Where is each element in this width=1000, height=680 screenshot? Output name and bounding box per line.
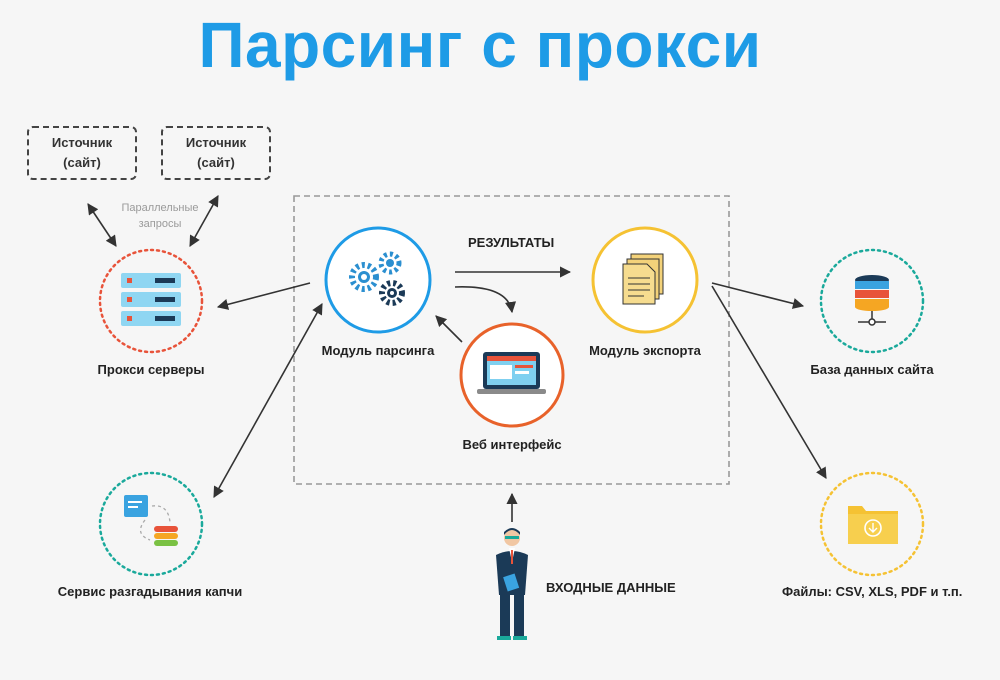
database-label: База данных сайта: [810, 362, 934, 377]
gears-icon: [349, 251, 405, 306]
arrow-parser-proxy: [216, 282, 311, 310]
parallel-requests-note: Параллельные запросы: [105, 200, 215, 232]
server-rack-icon: [121, 273, 181, 326]
captcha-node: [98, 471, 204, 577]
parallel-requests-line1: Параллельные: [121, 202, 199, 214]
export-node: [591, 226, 699, 334]
database-node: [819, 248, 925, 354]
arrow-parser-web: [454, 286, 517, 314]
source-1-line1: Источник: [51, 135, 113, 150]
folder-icon: [848, 506, 898, 544]
captcha-service-icon: [124, 495, 178, 546]
files-label: Файлы: CSV, XLS, PDF и т.п.: [782, 584, 963, 599]
proxy-label: Прокси серверы: [97, 362, 205, 377]
export-label: Модуль экспорта: [589, 343, 701, 358]
documents-icon: [622, 253, 664, 305]
web-label: Веб интерфейс: [462, 437, 562, 452]
arrow-source1-proxy: [87, 203, 117, 247]
web-node: [459, 322, 565, 428]
arrow-web-parser: [435, 315, 463, 343]
source-box-2: Источник (сайт): [161, 126, 271, 180]
arrow-export-database: [711, 282, 805, 309]
database-icon: [855, 275, 889, 326]
parser-label: Модуль парсинга: [321, 343, 435, 358]
diagram-title: Парсинг с прокси: [198, 9, 762, 81]
arrow-export-files: [711, 285, 827, 479]
arrow-captcha-parser: [213, 303, 323, 498]
laptop-icon: [477, 352, 546, 394]
arrow-source2-proxy: [189, 195, 219, 247]
businessman-icon: [496, 528, 528, 640]
parser-node: [324, 226, 432, 334]
source-1-line2: (сайт): [63, 155, 101, 170]
input-data-label: ВХОДНЫЕ ДАННЫЕ: [546, 580, 676, 595]
source-box-1: Источник (сайт): [27, 126, 137, 180]
proxy-node: [98, 248, 204, 354]
captcha-label: Сервис разгадывания капчи: [57, 584, 243, 599]
source-2-line2: (сайт): [197, 155, 235, 170]
results-label: РЕЗУЛЬТАТЫ: [468, 235, 555, 250]
files-node: [819, 471, 925, 577]
parallel-requests-line2: запросы: [138, 218, 182, 230]
source-2-line1: Источник: [185, 135, 247, 150]
